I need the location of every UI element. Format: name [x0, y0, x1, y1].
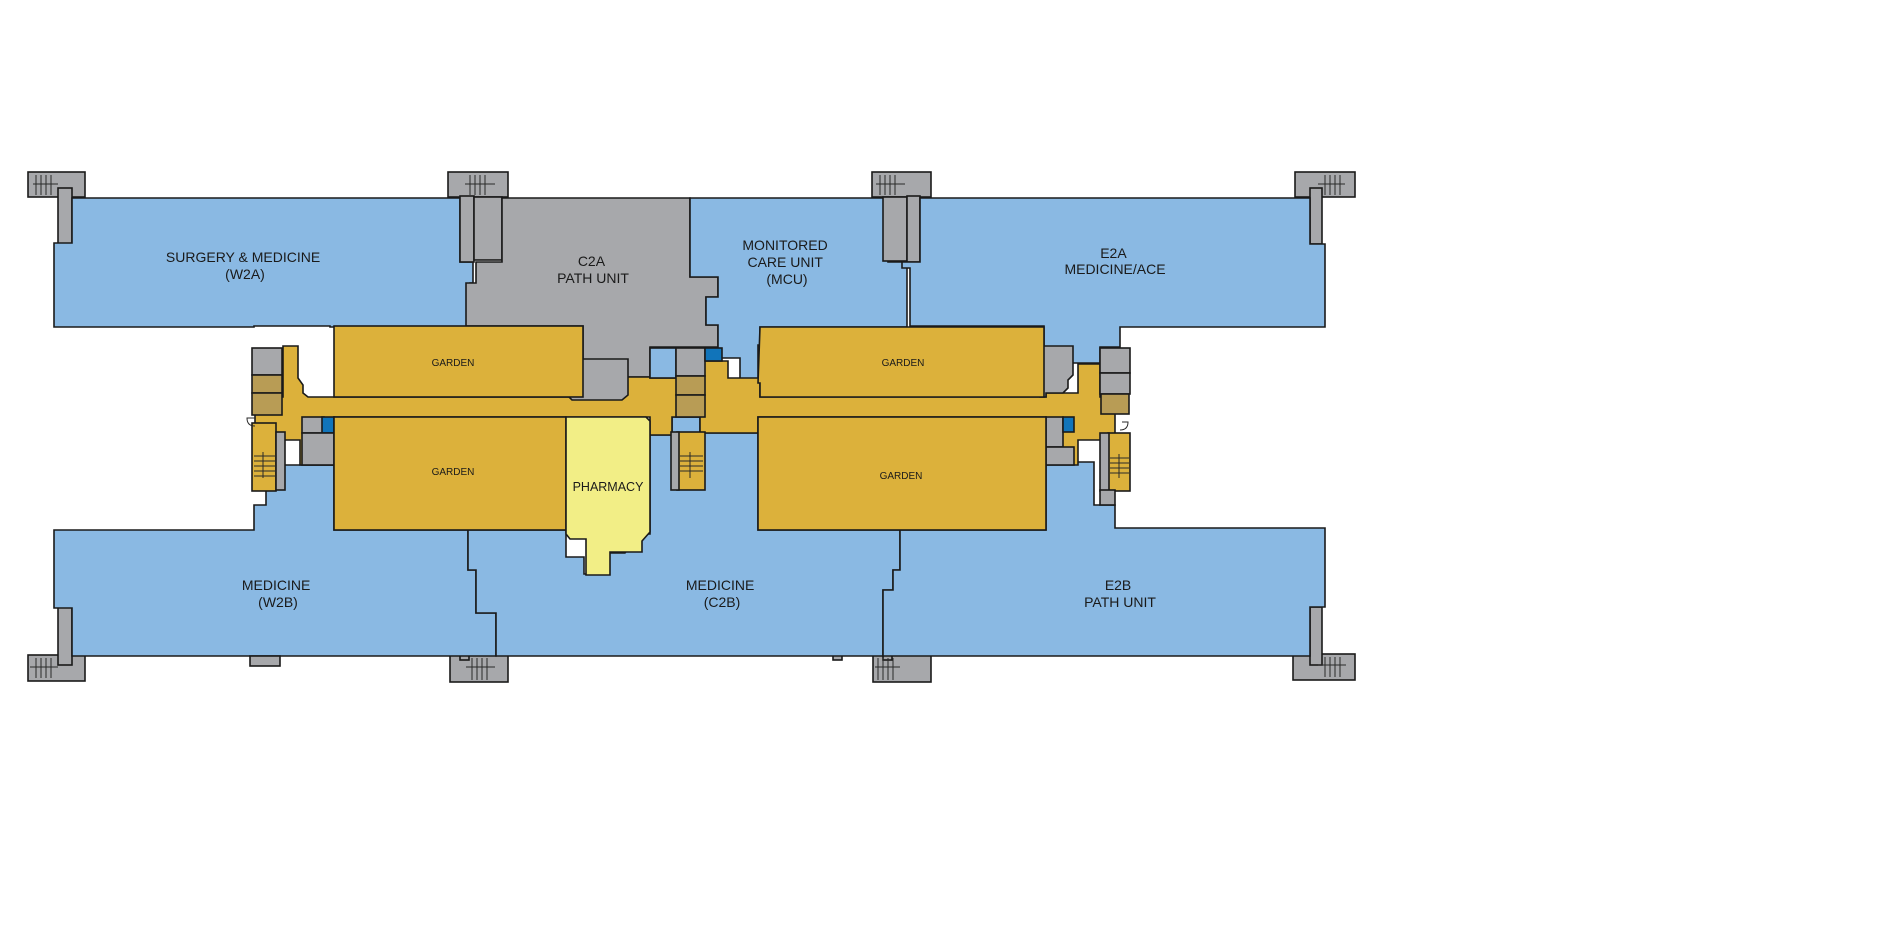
utility-room-east-3 — [1045, 416, 1064, 448]
utility-room-west-2 — [301, 416, 325, 434]
garden-nw-label: GARDEN — [432, 358, 475, 369]
elevator-east — [1100, 393, 1130, 415]
utility-blue-east — [1062, 416, 1075, 433]
stair-west-rail — [275, 431, 286, 491]
utility-room-center — [675, 347, 706, 377]
pharmacy[interactable]: PHARMACY — [565, 416, 651, 576]
stair-tower-n-center-left — [447, 171, 509, 198]
utility-room-east-4 — [1045, 446, 1075, 466]
stair-west — [251, 422, 277, 492]
stair-corridor-e2a — [906, 195, 921, 263]
elevator-west-1 — [251, 374, 283, 394]
stair-east-landing — [1099, 489, 1116, 506]
utility-room-west-3 — [301, 432, 335, 466]
unit-e2b-label: E2B PATH UNIT — [1084, 577, 1156, 610]
stair-west-treads — [254, 452, 276, 478]
stair-east-rail — [1099, 432, 1110, 492]
unit-mcu-label: MONITORED CARE UNIT (MCU) — [742, 237, 831, 287]
unit-c2a-label: C2A PATH UNIT — [557, 253, 629, 286]
utility-room-west-1 — [251, 347, 283, 376]
door-west-entrance — [246, 417, 256, 427]
unit-w2a-label: SURGERY & MEDICINE (W2A) — [166, 249, 324, 282]
elevator-center-2 — [675, 394, 706, 418]
pharmacy-label: PHARMACY — [573, 480, 645, 494]
unit-w2b-label: MEDICINE (W2B) — [242, 577, 314, 610]
door-east-entrance — [1119, 421, 1129, 431]
elevator-west-2 — [251, 392, 283, 416]
service-room-c2a-nw — [473, 196, 503, 261]
garden-sw-label: GARDEN — [432, 467, 475, 478]
utility-room-east-1 — [1099, 347, 1131, 374]
elevator-center-1 — [675, 375, 706, 396]
unit-c2b-label: MEDICINE (C2B) — [686, 577, 758, 610]
stair-tower-ne — [1294, 171, 1356, 245]
service-room-mcu-ne — [882, 196, 908, 262]
stair-center-treads — [680, 452, 703, 478]
service-room-east-1 — [1039, 345, 1074, 398]
utility-room-east-2 — [1099, 372, 1131, 395]
stair-tower-n-center-right — [871, 171, 932, 198]
garden-se-label: GARDEN — [880, 471, 923, 482]
garden-nw: GARDEN — [333, 325, 584, 398]
garden-ne: GARDEN — [757, 326, 1045, 398]
annex-w2b-south — [249, 655, 281, 667]
room-blue-center — [649, 347, 677, 379]
garden-ne-label: GARDEN — [882, 358, 925, 369]
garden-se: GARDEN — [757, 416, 1047, 531]
stair-east-treads — [1110, 454, 1129, 478]
unit-e2a-label: E2A MEDICINE/ACE — [1064, 245, 1165, 277]
stair-center-rail — [670, 431, 680, 491]
stair-tower-se — [1292, 606, 1356, 681]
utility-blue-center — [704, 347, 723, 362]
garden-sw: GARDEN — [333, 416, 567, 531]
stair-tower-sw — [27, 606, 86, 682]
utility-blue-west — [321, 416, 335, 434]
stair-corridor-w2a — [459, 195, 475, 263]
stair-tower-nw — [27, 171, 86, 246]
